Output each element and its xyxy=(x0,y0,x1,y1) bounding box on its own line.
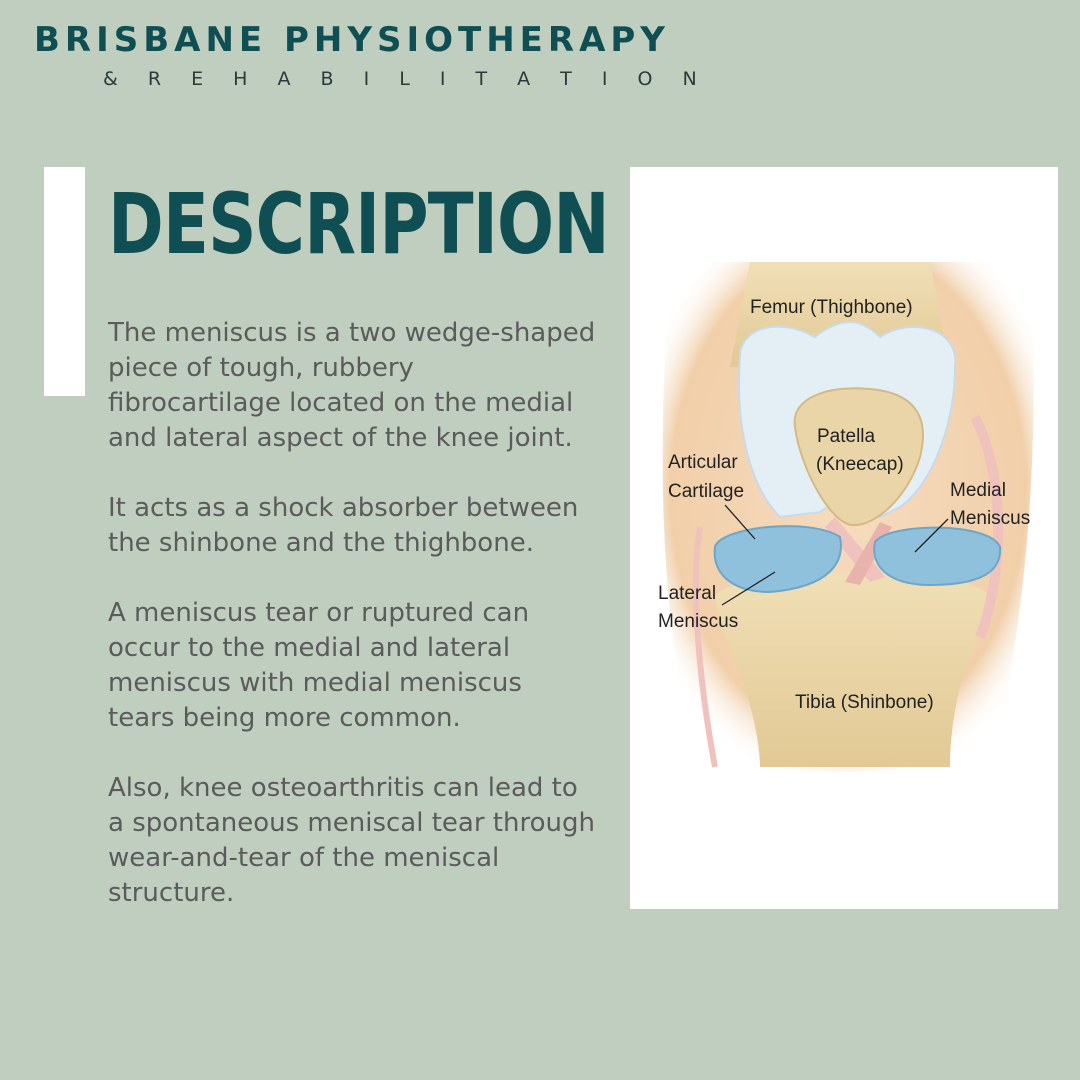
patella-bone xyxy=(793,387,924,527)
paragraph-4: Also, knee osteoarthritis can lead to a … xyxy=(108,773,595,908)
accent-bar xyxy=(44,167,85,396)
label-femur: Femur (Thighbone) xyxy=(750,297,913,318)
label-kneecap: (Kneecap) xyxy=(816,454,904,475)
brand-name: BRISBANE PHYSIOTHERAPY xyxy=(34,20,670,60)
collateral-ligament-left xyxy=(693,526,718,768)
label-medial: Medial xyxy=(950,480,1006,501)
paragraph-3: A meniscus tear or ruptured can occur to… xyxy=(108,598,530,733)
tibia-bone xyxy=(715,572,990,767)
label-lateral-meniscus: Meniscus xyxy=(658,611,738,632)
lateral-pointer xyxy=(721,571,776,606)
articular-pointer xyxy=(724,504,756,540)
knee-anatomy-illustration: Femur (Thighbone) Patella (Kneecap) Arti… xyxy=(658,262,1034,772)
label-cartilage: Cartilage xyxy=(668,481,744,502)
knee-diagram-card: Femur (Thighbone) Patella (Kneecap) Arti… xyxy=(630,167,1058,909)
label-lateral: Lateral xyxy=(658,583,716,604)
label-patella: Patella xyxy=(817,426,876,447)
page-title: DESCRIPTION xyxy=(108,175,610,273)
medial-meniscus xyxy=(873,526,1002,587)
label-medial-meniscus: Meniscus xyxy=(950,508,1030,529)
description-body: The meniscus is a two wedge-shaped piece… xyxy=(108,316,628,946)
paragraph-2: It acts as a shock absorber between the … xyxy=(108,493,579,558)
paragraph-1: The meniscus is a two wedge-shaped piece… xyxy=(108,318,596,453)
brand-subtitle: & R E H A B I L I T A T I O N xyxy=(103,68,709,90)
medial-pointer xyxy=(914,518,949,553)
lateral-meniscus xyxy=(713,525,842,594)
label-articular: Articular xyxy=(668,452,738,473)
collateral-ligament-right xyxy=(970,414,1004,639)
label-tibia: Tibia (Shinbone) xyxy=(795,692,934,713)
